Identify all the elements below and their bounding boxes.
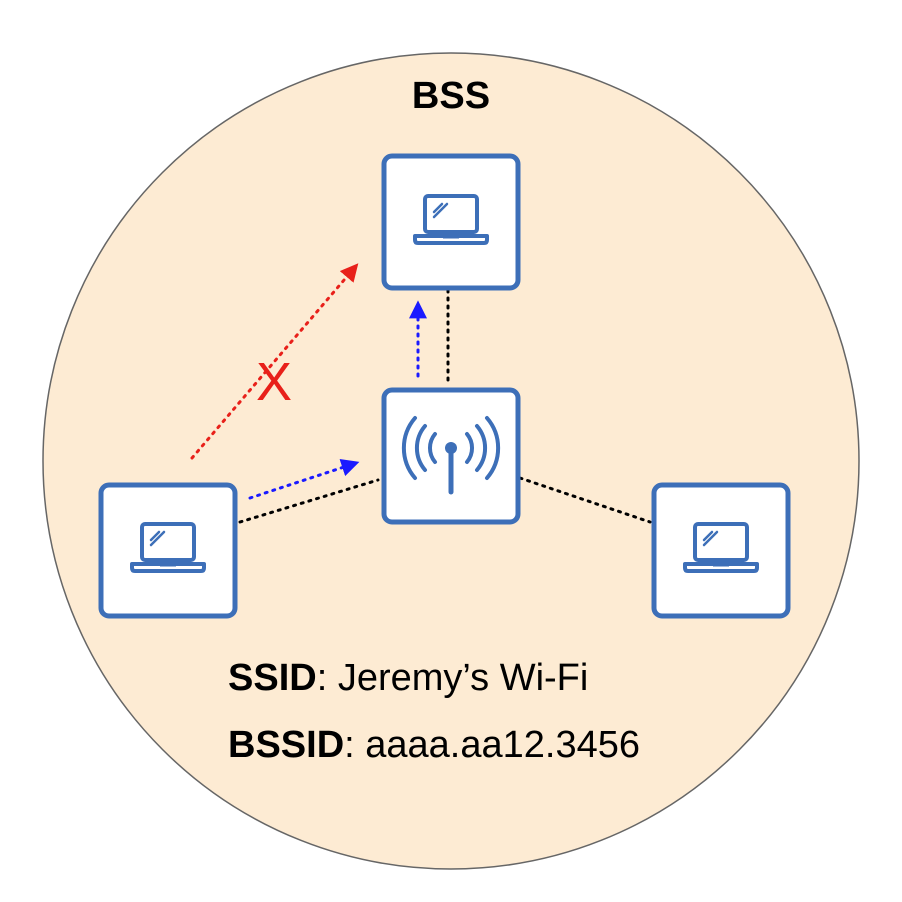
- laptop-top[interactable]: [381, 153, 521, 291]
- allowed-path-laptop-left-to-ap: [248, 458, 360, 500]
- bss-title: BSS: [412, 75, 490, 117]
- laptop-right[interactable]: [651, 482, 791, 619]
- bssid-value: : aaaa.aa12.3456: [344, 724, 640, 766]
- ssid-value: : Jeremy’s Wi-Fi: [317, 657, 589, 699]
- blocked-path-x-mark: X: [256, 352, 292, 412]
- wifi-access-point-icon: [401, 416, 501, 495]
- ssid-key: SSID: [228, 657, 317, 699]
- ssid-line: SSID: Jeremy’s Wi-Fi: [228, 657, 588, 699]
- access-point[interactable]: [381, 387, 521, 525]
- blocked-direct-path: [190, 263, 359, 460]
- link-ap-to-laptop-left: [238, 478, 380, 524]
- bssid-key: BSSID: [228, 724, 344, 766]
- laptop-left[interactable]: [98, 482, 238, 619]
- bssid-line: BSSID: aaaa.aa12.3456: [228, 724, 640, 766]
- link-ap-to-laptop-right: [518, 476, 652, 524]
